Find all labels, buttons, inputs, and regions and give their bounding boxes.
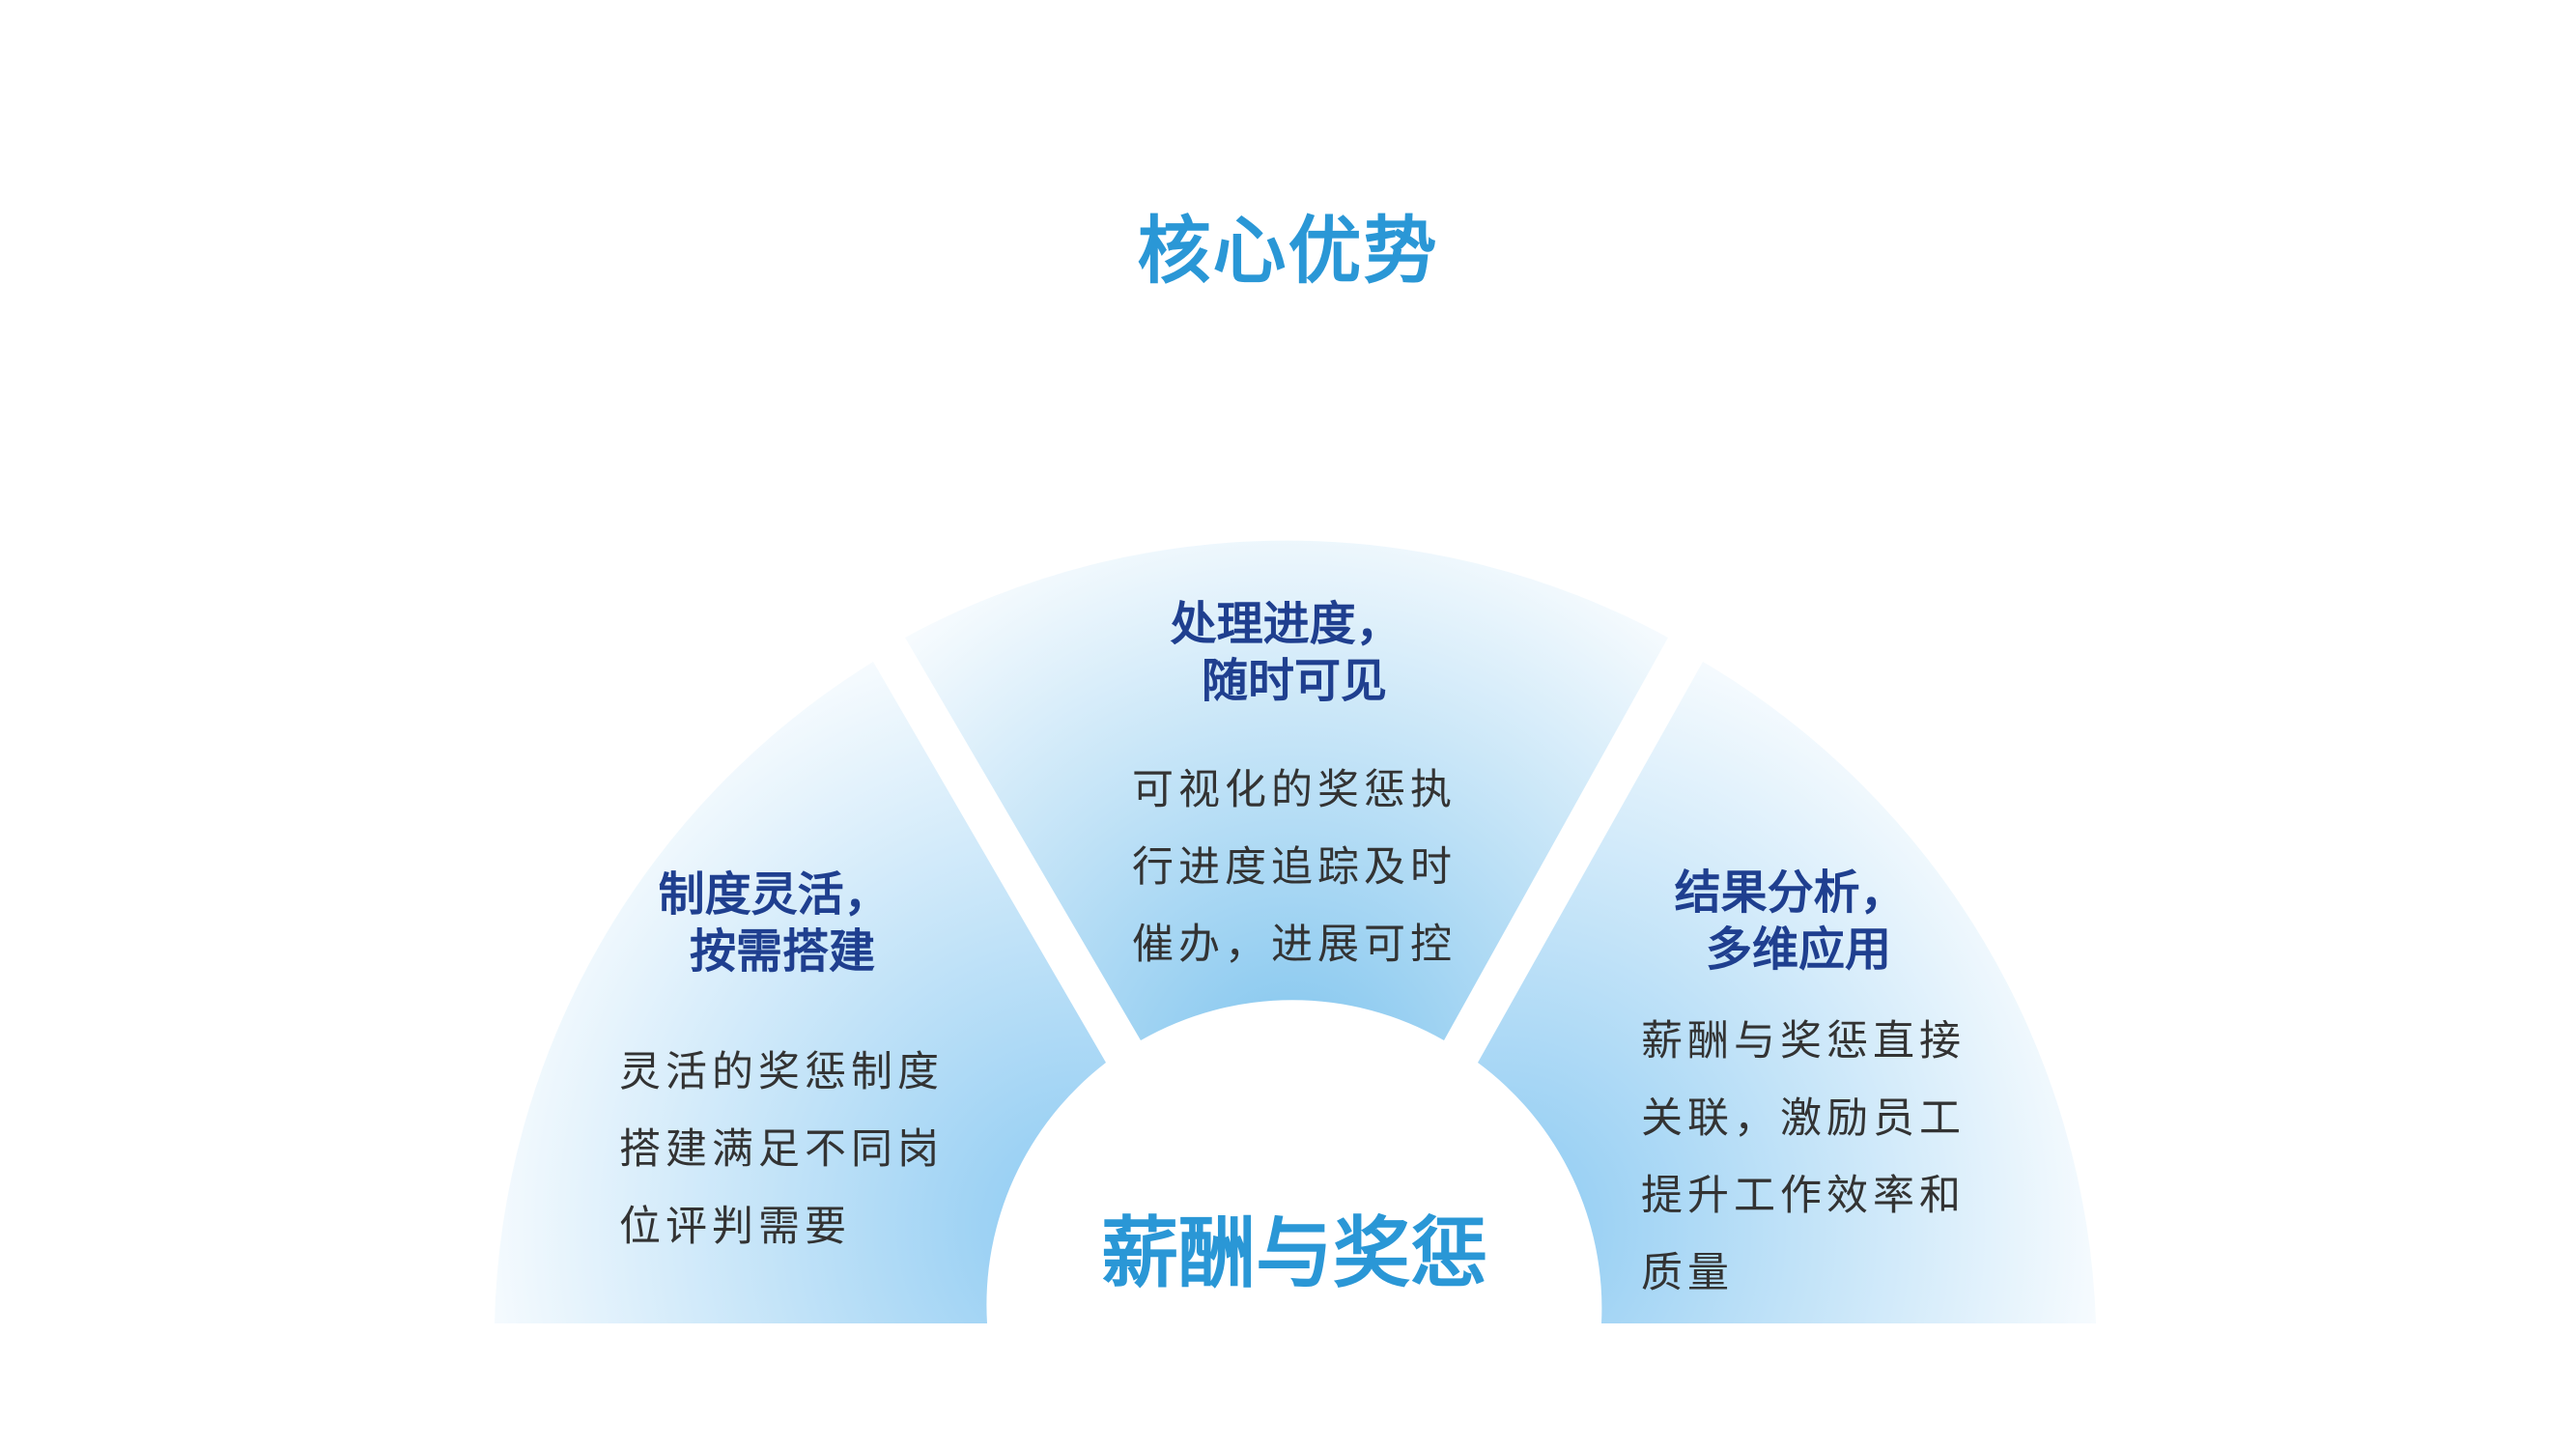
segment-middle-shape: [905, 540, 1668, 1040]
segment-right-body-line-2: 关联，激励员工: [1641, 1094, 1966, 1143]
segment-right: 结果分析， 多维应用 薪酬与奖惩直接 关联，激励员工 提升工作效率和 质量: [1478, 662, 2096, 1323]
svg-text:制度灵活， 按需搭建: 制度灵活， 按需搭建: [659, 867, 907, 979]
segment-right-shape: [1478, 662, 2096, 1323]
segment-left-body-line-2: 搭建满足不同岗: [619, 1125, 944, 1174]
segment-left: 制度灵活， 按需搭建 灵活的奖惩制度 搭建满足不同岗 位评判需要: [495, 662, 1106, 1323]
segment-right-title-line-2: 多维应用: [1706, 923, 1891, 977]
segment-right-body-line-3: 提升工作效率和: [1641, 1172, 1966, 1220]
svg-text:处理进度， 随时可见: 处理进度， 随时可见: [1171, 597, 1419, 708]
segment-middle-body-line-3: 催办，进展可控: [1132, 921, 1457, 969]
segment-right-body-line-4: 质量: [1641, 1249, 1734, 1297]
svg-text:结果分析， 多维应用: 结果分析， 多维应用: [1675, 866, 1923, 977]
segment-left-body-line-3: 位评判需要: [619, 1203, 851, 1251]
svg-text:可视化的奖惩执 行进度追踪及时 催办: 可视化的奖惩执 行进度追踪及时 催办，进展可控: [1132, 766, 1475, 969]
segment-middle: 处理进度， 随时可见 可视化的奖惩执 行进度追踪及时 催办，进展可控: [905, 540, 1668, 1040]
segment-left-title-line-2: 按需搭建: [690, 924, 875, 979]
segment-middle-body-line-2: 行进度追踪及时: [1132, 843, 1457, 892]
segment-middle-title-line-2: 随时可见: [1202, 654, 1387, 708]
center-label: 薪酬与奖惩: [1101, 1208, 1487, 1298]
segment-left-title-line-1: 制度灵活，: [659, 867, 891, 922]
svg-text:灵活的奖惩制度 搭建满足不同岗 位评: 灵活的奖惩制度 搭建满足不同岗 位评判需要: [619, 1048, 962, 1251]
segment-middle-body-line-1: 可视化的奖惩执: [1132, 766, 1457, 814]
segment-left-shape: [495, 662, 1106, 1323]
segment-middle-title-line-1: 处理进度，: [1171, 597, 1402, 651]
page-title: 核心优势: [1137, 208, 1439, 294]
segment-right-body-line-1: 薪酬与奖惩直接: [1641, 1017, 1966, 1065]
segment-left-body-line-1: 灵活的奖惩制度: [619, 1048, 944, 1096]
segment-right-title-line-1: 结果分析，: [1675, 866, 1907, 920]
svg-text:薪酬与奖惩直接 关联，激励员工 提升: 薪酬与奖惩直接 关联，激励员工 提升工作效率和 质量: [1641, 1017, 1984, 1297]
